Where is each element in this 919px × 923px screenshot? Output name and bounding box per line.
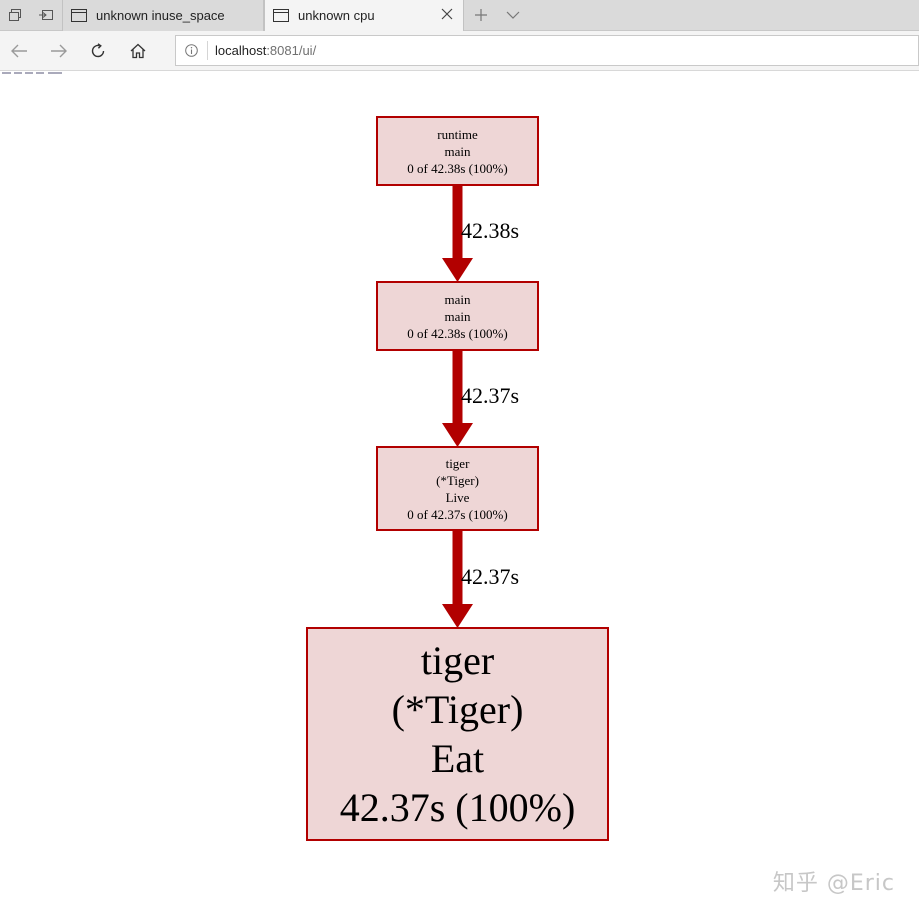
node-tiger-eat[interactable]: tiger (*Tiger) Eat 42.37s (100%) [306, 627, 609, 841]
node-main-main[interactable]: main main 0 of 42.38s (100%) [376, 281, 539, 351]
chevron-down-icon [506, 11, 520, 19]
node-receiver: (*Tiger) [436, 472, 479, 488]
graph-edges [442, 186, 473, 628]
edge-main-main-to-tiger-live[interactable] [442, 351, 473, 447]
forward-button[interactable] [44, 36, 74, 66]
node-runtime-main[interactable]: runtime main 0 of 42.38s (100%) [376, 116, 539, 186]
node-function: main [444, 143, 471, 159]
node-package: runtime [437, 126, 478, 142]
node-tiger-live[interactable]: tiger (*Tiger) Live 0 of 42.37s (100%) [376, 446, 539, 531]
tab-label: unknown inuse_space [96, 8, 225, 23]
address-divider [207, 41, 208, 60]
edge-label: 42.38s [461, 218, 520, 243]
tab-inuse-space[interactable]: unknown inuse_space [62, 0, 264, 31]
home-icon [130, 43, 146, 59]
watermark: 知乎 @Eric [772, 871, 895, 896]
toolbar-glyph [2, 72, 11, 74]
toolbar-glyph [36, 72, 44, 74]
arrow-left-icon [11, 44, 27, 58]
tab-label: unknown cpu [298, 8, 375, 23]
new-tab-button[interactable] [466, 0, 496, 30]
home-button[interactable] [123, 36, 153, 66]
address-bar[interactable]: localhost:8081/ui/ [175, 35, 919, 66]
page-icon [71, 9, 87, 22]
page-toolbar-strip [0, 71, 919, 76]
node-cost: 42.37s (100%) [339, 785, 576, 830]
edge-label: 42.37s [461, 383, 520, 408]
node-package: tiger [420, 638, 495, 683]
navigation-bar: localhost:8081/ui/ [0, 31, 919, 71]
close-tab-button[interactable] [441, 8, 453, 20]
edge-runtime-main-to-main-main[interactable] [442, 186, 473, 282]
node-cost: 0 of 42.38s (100%) [407, 325, 508, 341]
close-icon [441, 8, 453, 20]
node-cost: 0 of 42.37s (100%) [407, 506, 508, 522]
page-icon [273, 9, 289, 22]
tabs-aside-icon [39, 10, 53, 20]
node-function: Eat [430, 736, 485, 781]
back-button[interactable] [4, 36, 34, 66]
node-package: tiger [445, 455, 470, 471]
node-function: main [444, 308, 471, 324]
url-path: :8081/ui/ [266, 43, 317, 58]
toolbar-glyph [48, 72, 62, 74]
node-package: main [444, 291, 471, 307]
edge-tiger-live-to-tiger-eat[interactable] [442, 531, 473, 628]
node-function: Live [445, 489, 470, 505]
url-host: localhost [215, 43, 267, 58]
info-icon[interactable] [185, 44, 198, 57]
tab-preview-button[interactable] [498, 0, 528, 30]
refresh-icon [91, 43, 105, 58]
tab-manager-icon [9, 9, 21, 21]
call-graph: runtime main 0 of 42.38s (100%) 42.38s m… [0, 76, 919, 923]
plus-icon [475, 9, 487, 21]
toolbar-glyph [25, 72, 33, 74]
refresh-button[interactable] [83, 36, 113, 66]
tab-manager-button[interactable] [0, 0, 30, 30]
node-cost: 0 of 42.38s (100%) [407, 160, 508, 176]
set-tabs-aside-button[interactable] [31, 0, 61, 30]
tab-cpu[interactable]: unknown cpu [264, 0, 464, 31]
node-receiver: (*Tiger) [391, 687, 524, 732]
edge-label: 42.37s [461, 564, 520, 589]
arrow-right-icon [51, 44, 67, 58]
url-text[interactable]: localhost:8081/ui/ [215, 43, 316, 58]
toolbar-glyph [14, 72, 22, 74]
tab-strip: unknown inuse_space unknown cpu [0, 0, 919, 31]
